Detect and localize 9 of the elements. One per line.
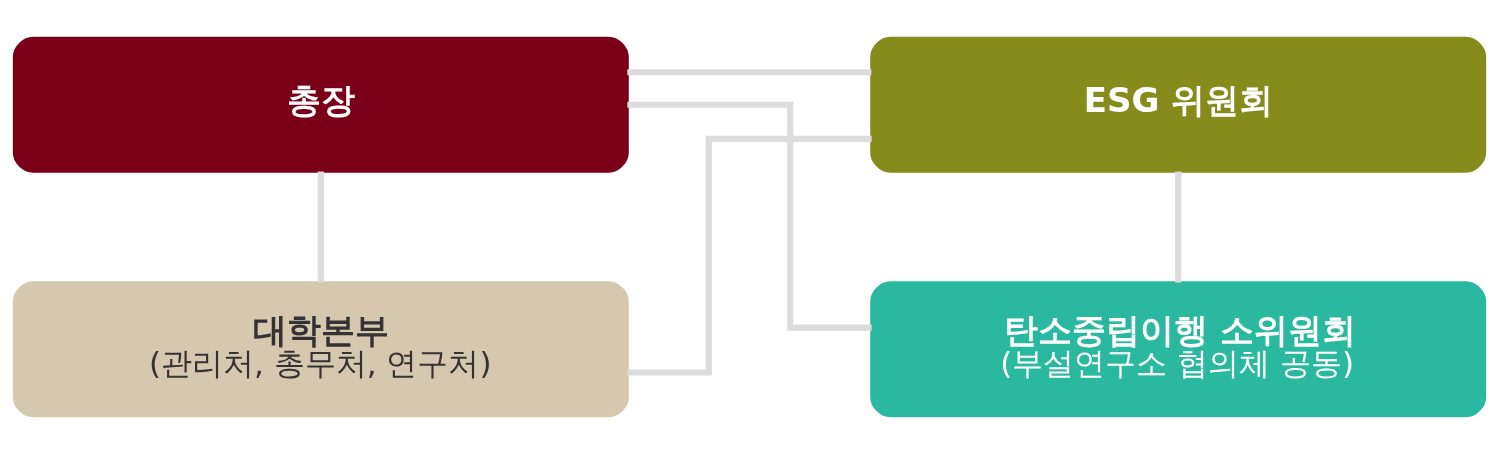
connector	[317, 171, 324, 283]
node-box: ESG 위원회	[870, 36, 1487, 173]
connector	[627, 135, 872, 376]
node-box: 탄소중립이행 소위원회 (부설연구소 협의체 공동)	[870, 280, 1487, 417]
node-box: 대학본부 (관리처, 총무처, 연구처)	[12, 280, 629, 417]
connector	[627, 101, 872, 331]
node-box: 총장	[12, 36, 629, 173]
connector	[1175, 171, 1182, 283]
connector	[627, 68, 872, 75]
